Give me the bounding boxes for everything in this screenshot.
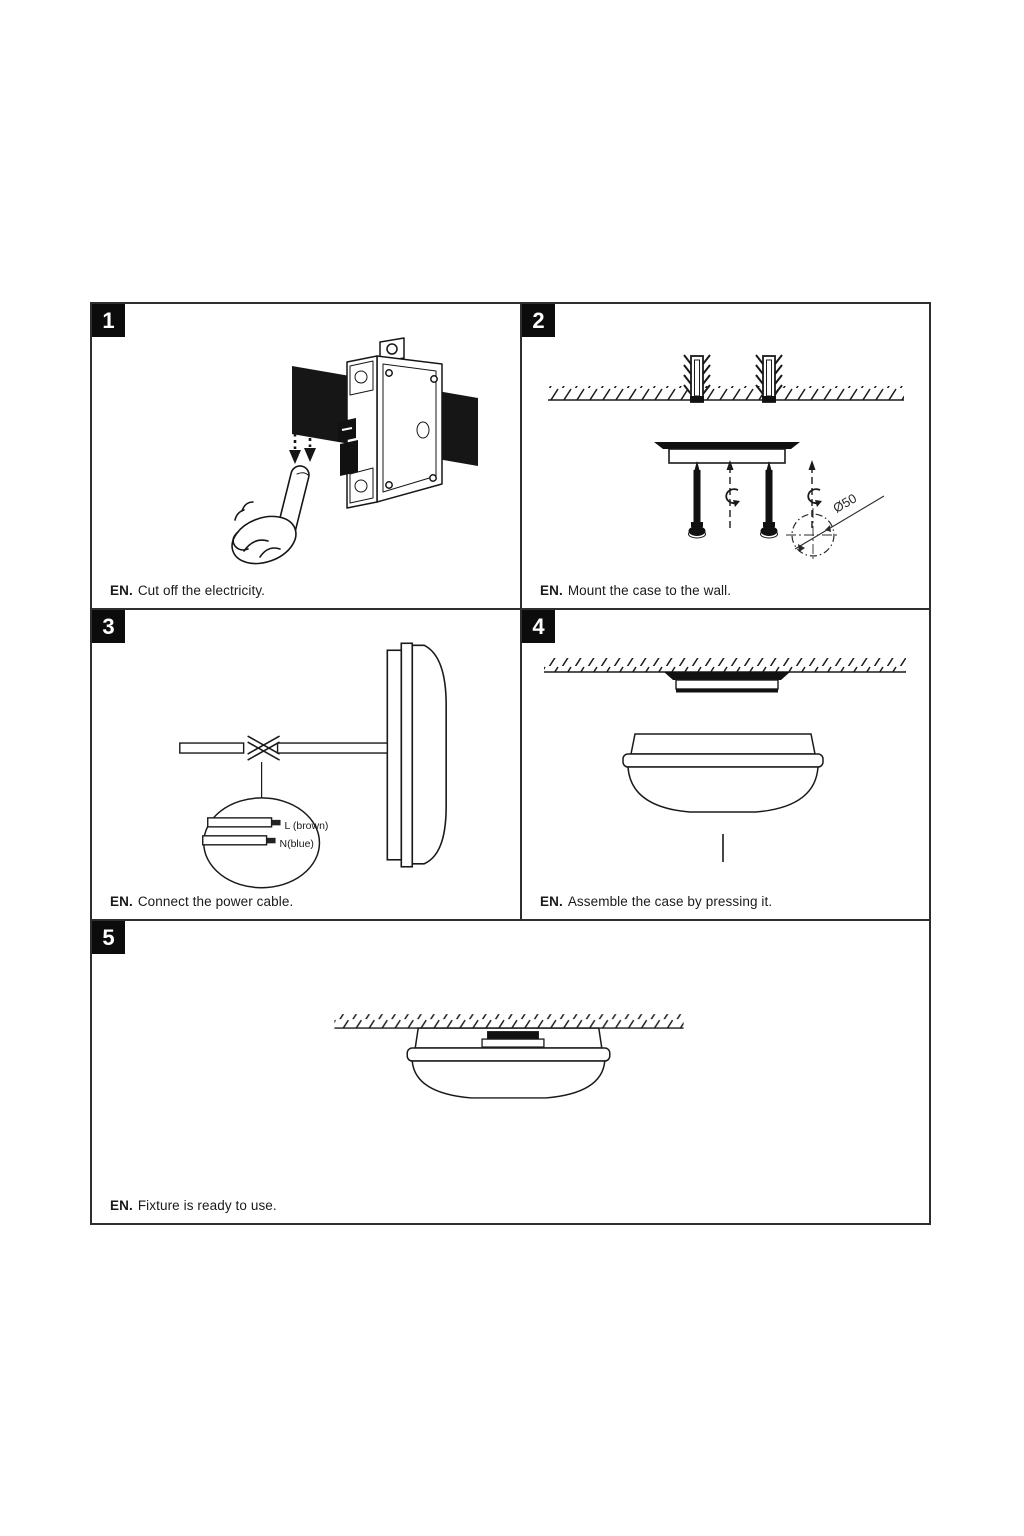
step-caption: EN. Mount the case to the wall. xyxy=(540,583,731,598)
wire-detail-bubble: L (brown) N(blue) xyxy=(202,797,329,889)
caption-text: Cut off the electricity. xyxy=(137,583,266,598)
caption-text: Connect the power cable. xyxy=(137,894,294,909)
mounting-plate xyxy=(654,442,800,464)
fixture-side-view xyxy=(386,642,447,868)
fixture-cover xyxy=(622,733,824,813)
rotation-arrow-icon xyxy=(807,460,822,532)
wall-mounting-illustration: Ø50 xyxy=(548,354,904,562)
wall-hatch xyxy=(548,386,904,401)
rotation-arrow-icon xyxy=(725,460,740,532)
steps-grid: 1 xyxy=(90,302,931,1225)
cable-connection-illustration: L (brown) N(blue) xyxy=(179,642,447,889)
assembly-illustration xyxy=(544,658,906,862)
wire-label-live: L (brown) xyxy=(285,821,329,832)
step-number-badge: 1 xyxy=(92,304,125,337)
cable-break-icon xyxy=(247,735,280,761)
caption-language-prefix: EN. xyxy=(110,894,133,909)
ceiling-hatch xyxy=(544,658,906,673)
wall-anchor-icon xyxy=(755,354,783,403)
step-panel-3: 3 xyxy=(92,610,520,919)
step-number-badge: 3 xyxy=(92,610,125,643)
step-panel-2: 2 xyxy=(522,304,929,608)
screw-icon xyxy=(688,461,706,539)
dimension-label: Ø50 xyxy=(830,490,859,515)
step-panel-4: 4 xyxy=(522,610,929,919)
step-caption: EN. Connect the power cable. xyxy=(110,894,293,909)
pointing-hand xyxy=(231,465,310,565)
step-caption: EN. Fixture is ready to use. xyxy=(110,1198,277,1213)
wire-label-neutral: N(blue) xyxy=(280,839,314,850)
caption-language-prefix: EN. xyxy=(110,1198,133,1213)
circuit-breaker xyxy=(338,337,443,509)
step-number-badge: 4 xyxy=(522,610,555,643)
dimension-circle: Ø50 xyxy=(786,490,885,562)
wall-anchor-icon xyxy=(683,354,711,403)
breaker-illustration xyxy=(231,337,478,565)
caption-language-prefix: EN. xyxy=(540,894,563,909)
mounting-plate xyxy=(664,672,790,693)
step-caption: EN. Cut off the electricity. xyxy=(110,583,265,598)
step-panel-5: 5 EN. xyxy=(92,921,929,1223)
step-panel-1: 1 xyxy=(92,304,520,608)
ceiling-hatch xyxy=(334,1014,684,1029)
step-caption: EN. Assemble the case by pressing it. xyxy=(540,894,772,909)
caption-language-prefix: EN. xyxy=(540,583,563,598)
caption-text: Fixture is ready to use. xyxy=(137,1198,277,1213)
step-number-badge: 5 xyxy=(92,921,125,954)
caption-language-prefix: EN. xyxy=(110,583,133,598)
caption-text: Mount the case to the wall. xyxy=(567,583,732,598)
finished-installation-illustration xyxy=(334,1014,684,1099)
dashed-arrows-icon xyxy=(289,412,316,464)
screw-icon xyxy=(760,461,778,539)
caption-text: Assemble the case by pressing it. xyxy=(567,894,773,909)
fixture-mounted xyxy=(406,1027,611,1099)
step-number-badge: 2 xyxy=(522,304,555,337)
power-cable xyxy=(179,735,389,761)
